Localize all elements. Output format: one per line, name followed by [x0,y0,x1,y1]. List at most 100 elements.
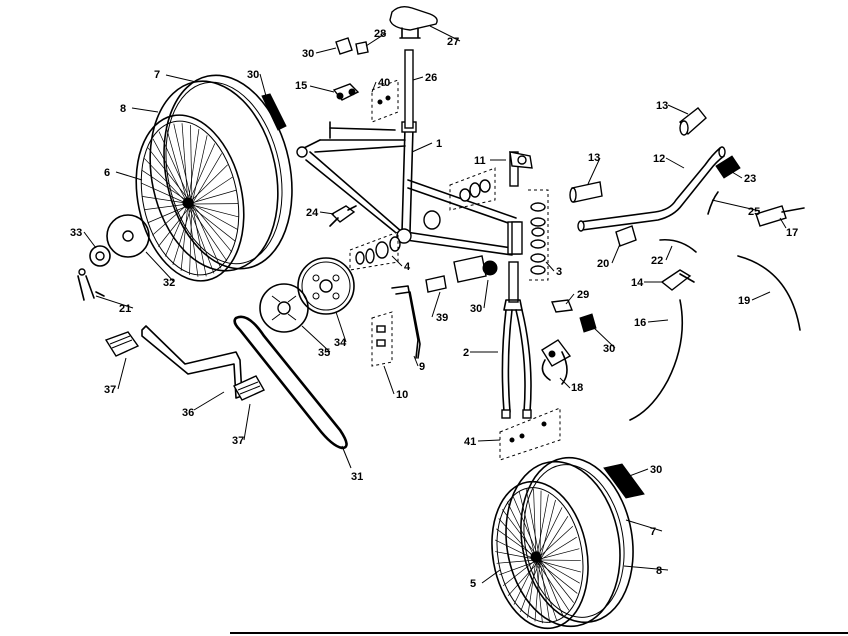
label-30-seat: 30 [302,48,314,60]
label-33: 33 [70,227,82,239]
brake-lever-25 [707,191,719,215]
front-brake-caliper [541,339,572,385]
label-13-left: 13 [588,152,600,164]
label-22: 22 [651,255,663,267]
label-13-right: 13 [656,100,668,112]
chain-guard [259,283,309,333]
seat-clamp-parts [332,37,399,123]
label-37-left: 37 [104,384,116,396]
label-23: 23 [744,173,756,185]
front-reflector-mount [579,313,597,333]
label-28: 28 [374,28,386,40]
label-39: 39 [436,312,448,324]
label-9: 9 [419,361,425,373]
kickstand-parts-10 [371,311,393,367]
label-24: 24 [306,207,319,219]
label-27: 27 [447,36,459,48]
label-31: 31 [351,471,363,483]
label-30-front-brake: 30 [603,343,615,355]
brake-cable-19 [737,255,801,331]
label-25: 25 [748,206,760,218]
label-17: 17 [786,227,798,239]
chain [233,315,348,450]
seat-post [404,49,414,129]
label-40: 40 [378,77,390,89]
headset-parts [511,189,549,281]
label-18: 18 [571,382,583,394]
front-axle-parts [499,407,561,461]
front-hub [530,551,542,563]
label-30-front-fender: 30 [650,464,662,476]
stem [509,151,533,187]
label-2: 2 [463,347,469,359]
label-37-right: 37 [232,435,244,447]
label-30-rear-reflector: 30 [247,69,259,81]
brake-lever-17 [755,205,805,227]
rear-reflector [261,93,287,131]
label-11: 11 [474,155,486,167]
handlebar-grip-right [679,107,707,136]
front-tire [520,456,634,624]
rear-spokes [141,123,239,277]
front-fork [501,261,532,419]
handlebar [577,146,726,232]
brake-lever-knob [715,155,741,179]
label-8-rear: 8 [120,103,126,115]
pedal-left [104,331,140,357]
brake-part-29 [551,299,573,313]
front-fender-reflector [603,463,645,499]
seat-tube-reflector [453,255,498,283]
handlebar-grip-left [569,181,603,203]
label-6: 6 [104,167,110,179]
freewheel-33 [89,245,111,267]
pedal-right [233,375,265,401]
label-8-front: 8 [656,565,662,577]
label-14: 14 [631,277,644,289]
label-29: 29 [577,289,589,301]
brake-bridge [329,205,357,227]
kickstand [391,285,421,359]
crank [141,325,243,399]
label-32: 32 [163,277,175,289]
seat [389,5,438,39]
front-rim [491,480,589,630]
label-7-front: 7 [650,526,656,538]
label-10: 10 [396,389,408,401]
label-20: 20 [597,258,609,270]
rear-wheel-assembly [135,74,293,282]
label-34: 34 [334,337,347,349]
label-15: 15 [295,80,307,92]
label-26: 26 [425,72,437,84]
bottom-bracket-parts [349,167,496,271]
label-12: 12 [653,153,665,165]
front-tube [505,460,621,628]
rear-hub [182,197,194,209]
label-3: 3 [556,266,562,278]
label-21: 21 [119,303,131,315]
label-30-seat-tube: 30 [470,303,482,315]
label-5: 5 [470,578,476,590]
sprocket-32 [106,214,150,258]
label-4: 4 [404,261,411,273]
label-41: 41 [464,436,476,448]
leader-lines [83,25,787,584]
rear-tube [149,80,279,272]
part-39 [425,275,447,293]
part-number-labels: 1 2 3 4 5 6 7 7 8 8 9 10 11 12 13 13 14 … [70,28,798,590]
label-7-rear: 7 [154,69,160,81]
front-wheel-assembly [491,456,634,630]
label-36: 36 [182,407,194,419]
brake-cable-22 [659,238,697,253]
chainring [297,257,355,315]
brake-lever-14 [660,269,695,291]
label-19: 19 [738,295,750,307]
label-1: 1 [436,138,442,150]
front-spokes [494,488,581,624]
axle-nuts-21 [77,268,105,301]
brake-cable-16 [629,299,684,421]
rear-tire [163,74,293,270]
label-35: 35 [318,347,330,359]
brake-clip-20 [615,225,637,247]
rear-rim [135,114,245,282]
